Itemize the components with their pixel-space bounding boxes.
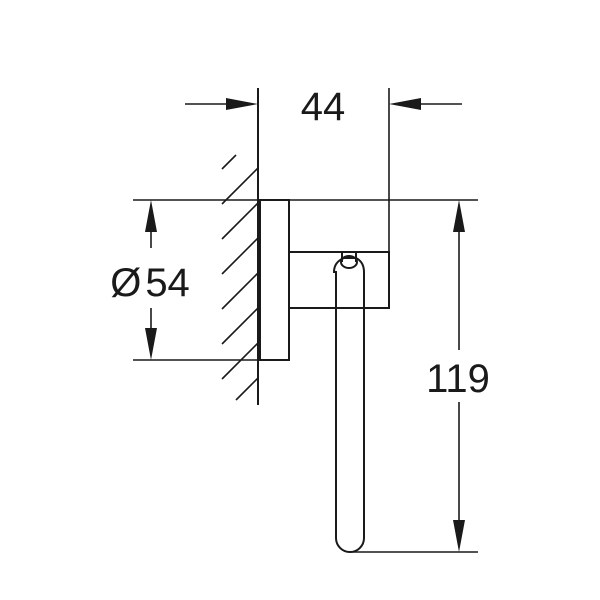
width-label: 44 <box>301 85 346 129</box>
hook-loop <box>332 257 365 553</box>
height-dimension: 119 <box>289 199 490 553</box>
arrowhead-icon <box>145 328 157 360</box>
height-label: 119 <box>426 357 490 401</box>
width-dimension: 44 <box>185 85 462 252</box>
rosette <box>259 199 290 361</box>
wall-hatch-icon <box>221 154 259 401</box>
wall <box>221 88 259 405</box>
arrowhead-icon <box>389 98 421 110</box>
arrowhead-icon <box>226 98 258 110</box>
diameter-value: 54 <box>145 261 190 305</box>
arm <box>289 251 390 309</box>
arrowhead-icon <box>453 200 465 232</box>
hook <box>332 252 365 553</box>
arrowhead-icon <box>453 520 465 552</box>
arrowhead-icon <box>145 200 157 232</box>
diameter-symbol: Ø <box>110 261 141 305</box>
